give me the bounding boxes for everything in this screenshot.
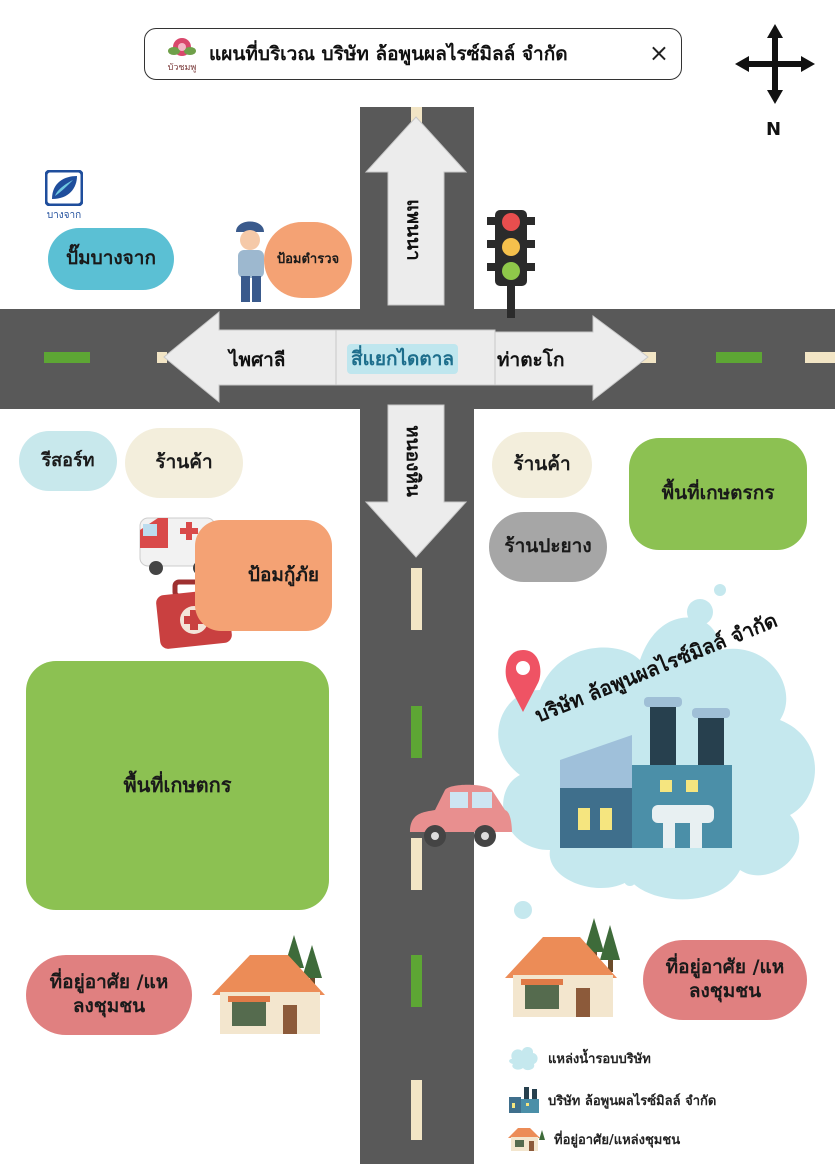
page-title: แผนที่บริเวณ บริษัท ล้อพูนผลไรซ์มิลล์ จำ… <box>209 43 568 65</box>
road-label-east: ท่าตะโก <box>497 349 565 371</box>
rescue-post-label: ป้อมกู้ภัย <box>195 520 332 631</box>
compass-icon <box>735 24 815 104</box>
traffic-light-icon <box>487 210 535 318</box>
location-pin-icon <box>505 650 541 712</box>
road-label-west: ไพศาลี <box>229 349 286 371</box>
close-button[interactable]: × <box>648 39 669 67</box>
gas-station-label: ปั๊มบางจาก <box>48 228 174 290</box>
farm-area-left: พื้นที่เกษตกร <box>26 661 329 910</box>
farm-area-right: พื้นที่เกษตรกร <box>629 438 807 550</box>
road-label-north: แพนนา <box>402 199 425 261</box>
police-officer-icon <box>236 221 264 302</box>
legend-label-water: แหล่งน้ำรอบบริษัท <box>548 1051 651 1067</box>
lane-markings-vertical <box>411 107 422 1140</box>
house-icon-right <box>505 918 620 1017</box>
house-icon <box>508 1128 545 1151</box>
factory-icon <box>509 1087 539 1113</box>
bangchak-logo-text: บางจาก <box>46 210 82 221</box>
buachompoo-logo: บัวชมพู <box>165 35 199 74</box>
shop-right-label: ร้านค้า <box>492 432 592 498</box>
house-icon-left <box>212 935 325 1034</box>
legend-item-house: ที่อยู่อาศัย/แหล่งชุมชน <box>506 1124 680 1154</box>
residence-left-label: ที่อยู่อาศัย /แหลงชุมชน <box>26 955 192 1035</box>
legend-label-factory: บริษัท ล้อพูนผลไรซ์มิลล์ จำกัด <box>548 1093 717 1109</box>
factory-icon <box>560 697 732 848</box>
water-splash-icon <box>509 1047 538 1071</box>
police-box-label: ป้อมตำรวจ <box>264 222 352 298</box>
bangchak-leaf-icon <box>44 169 84 207</box>
road-label-south: หนองหิน <box>401 425 424 497</box>
lotus-icon <box>168 37 196 56</box>
tire-shop-label: ร้านปะยาง <box>489 512 607 582</box>
junction-label: สี่แยกไดตาล <box>347 344 459 374</box>
car-icon <box>410 784 512 847</box>
map-title-bar: บัวชมพู แผนที่บริเวณ บริษัท ล้อพูนผลไรซ์… <box>144 28 682 80</box>
logo-text: บัวชมพู <box>167 62 197 73</box>
compass-north-label: N <box>766 119 782 140</box>
legend-label-house: ที่อยู่อาศัย/แหล่งชุมชน <box>554 1132 681 1148</box>
legend-item-factory: บริษัท ล้อพูนผลไรซ์มิลล์ จำกัด <box>506 1085 716 1115</box>
legend-item-water: แหล่งน้ำรอบบริษัท <box>506 1043 651 1073</box>
residence-right-label: ที่อยู่อาศัย /แหลงชุมชน <box>643 940 807 1020</box>
bangchak-logo: บางจาก <box>40 169 88 223</box>
resort-label: รีสอร์ท <box>19 431 117 491</box>
shop-left-label: ร้านค้า <box>125 428 243 498</box>
